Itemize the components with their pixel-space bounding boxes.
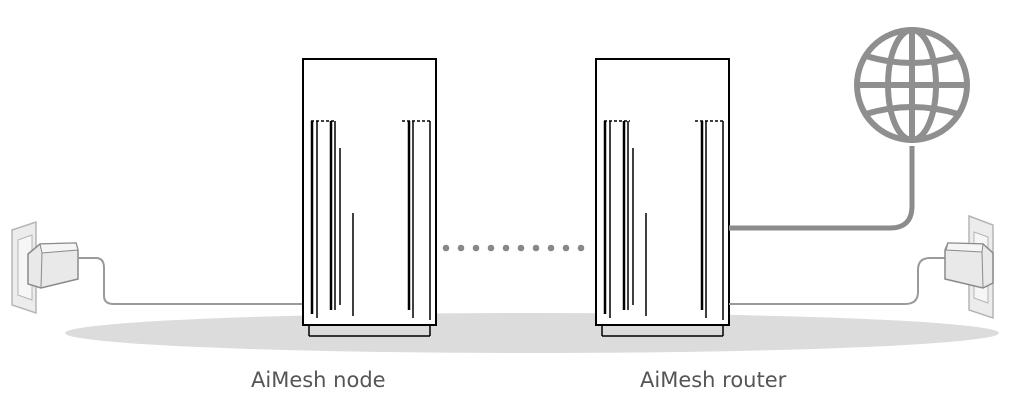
aimesh-router-device	[595, 58, 730, 337]
aimesh-router-label: AiMesh router	[640, 368, 787, 392]
globe-icon	[854, 27, 970, 143]
wireless-mesh-link	[442, 244, 585, 252]
power-cable-left	[78, 257, 303, 305]
ethernet-cable	[729, 146, 915, 231]
aimesh-node-label: AiMesh node	[251, 368, 386, 392]
power-adapter-right	[944, 242, 994, 289]
power-cable-right	[729, 257, 946, 305]
power-adapter-left	[27, 242, 79, 289]
floor-shadow	[65, 313, 999, 353]
aimesh-node-device	[302, 58, 437, 337]
